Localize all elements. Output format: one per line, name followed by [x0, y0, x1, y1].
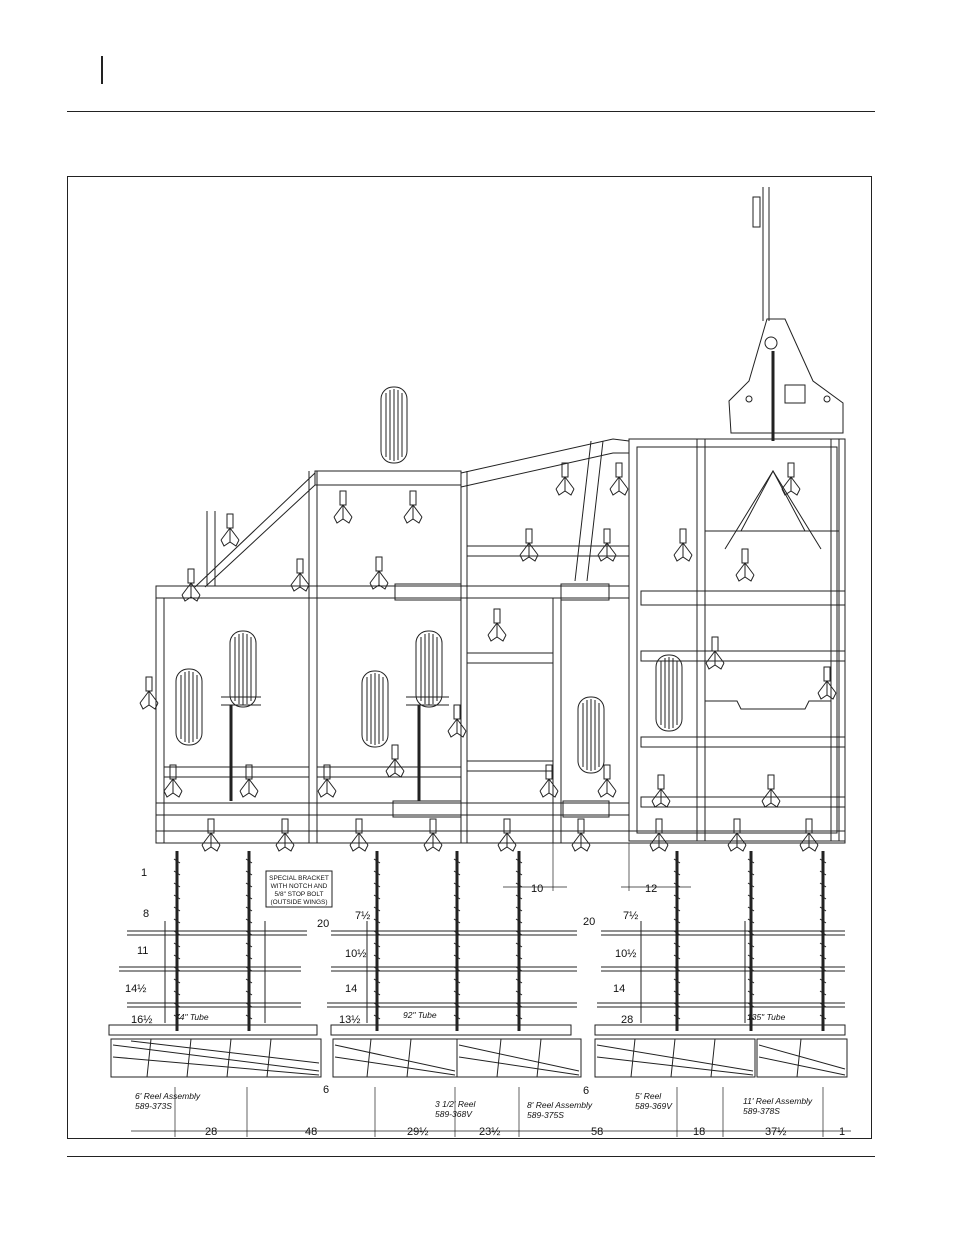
dim-14-half: 14½ [125, 983, 146, 995]
bottom-dim-23-half: 23½ [479, 1126, 500, 1138]
harrow-bars [119, 921, 845, 1023]
tube-92: 92" Tube [403, 1010, 437, 1020]
reel-3-half-part: 589-368V [435, 1109, 473, 1119]
reel-6-part: 589-373S [135, 1101, 172, 1111]
hitch-tongue [729, 187, 843, 441]
header-rule [67, 111, 875, 112]
dim-14-left: 14 [345, 983, 357, 995]
field-cultivator-drawing: SPECIAL BRACKET WITH NOTCH AND 5/8" STOP… [68, 177, 872, 1139]
bracket-note-line-3: 5/8" STOP BOLT [275, 891, 324, 898]
dim-28: 28 [621, 1014, 633, 1026]
reel-11-part: 589-378S [743, 1106, 780, 1116]
callout-10: 10 [531, 883, 543, 895]
dim-13-half: 13½ [339, 1014, 360, 1026]
rolling-reels [111, 1039, 847, 1077]
bottom-dim-29-half: 29½ [407, 1126, 428, 1138]
callout-12: 12 [645, 883, 657, 895]
tube-135: 135" Tube [747, 1012, 786, 1022]
dim-6-left: 6 [323, 1084, 329, 1096]
dim-10-half-left: 10½ [345, 948, 366, 960]
dim-20-left: 20 [317, 918, 329, 930]
bottom-dim-37-half: 37½ [765, 1126, 786, 1138]
footer-rule [67, 1156, 875, 1157]
dim-11: 11 [137, 945, 148, 957]
transport-wheels [176, 387, 604, 801]
mounting-tubes [109, 1025, 845, 1035]
dim-10-half-right: 10½ [615, 948, 636, 960]
bottom-dim-28: 28 [205, 1126, 217, 1138]
bottom-dim-1: 1 [839, 1126, 845, 1138]
frame-shanks [140, 463, 836, 851]
tube-74: 74" Tube [175, 1012, 209, 1022]
bracket-note-line-1: SPECIAL BRACKET [269, 875, 329, 882]
dim-14-right: 14 [613, 983, 625, 995]
dim-7-half-right: 7½ [623, 910, 638, 922]
bracket-note-line-2: WITH NOTCH AND [271, 883, 328, 890]
dim-7-half-left: 7½ [355, 910, 370, 922]
reel-11-name: 11' Reel Assembly [743, 1096, 813, 1106]
reel-8-name: 8' Reel Assembly [527, 1100, 593, 1110]
bottom-dim-18: 18 [693, 1126, 705, 1138]
reel-8-part: 589-375S [527, 1110, 564, 1120]
wing-frames [156, 471, 845, 843]
dim-20-right: 20 [583, 916, 595, 928]
dimension-lines [131, 821, 851, 1137]
dim-6-right: 6 [583, 1085, 589, 1097]
bracket-note-line-4: (OUTSIDE WINGS) [270, 899, 327, 906]
bottom-dim-48: 48 [305, 1126, 317, 1138]
callout-1: 1 [141, 867, 147, 879]
dim-8: 8 [143, 908, 149, 920]
header-margin-mark [101, 56, 103, 84]
bottom-dim-58: 58 [591, 1126, 603, 1138]
center-frame [629, 439, 845, 841]
dim-16-half: 16½ [131, 1014, 152, 1026]
reel-3-half-name: 3 1/2' Reel [435, 1099, 476, 1109]
reel-6-name: 6' Reel Assembly [135, 1091, 201, 1101]
reel-5-part: 589-369V [635, 1101, 673, 1111]
reel-5-name: 5' Reel [635, 1091, 662, 1101]
upper-struts [195, 439, 629, 587]
drawing-frame: SPECIAL BRACKET WITH NOTCH AND 5/8" STOP… [67, 176, 872, 1139]
